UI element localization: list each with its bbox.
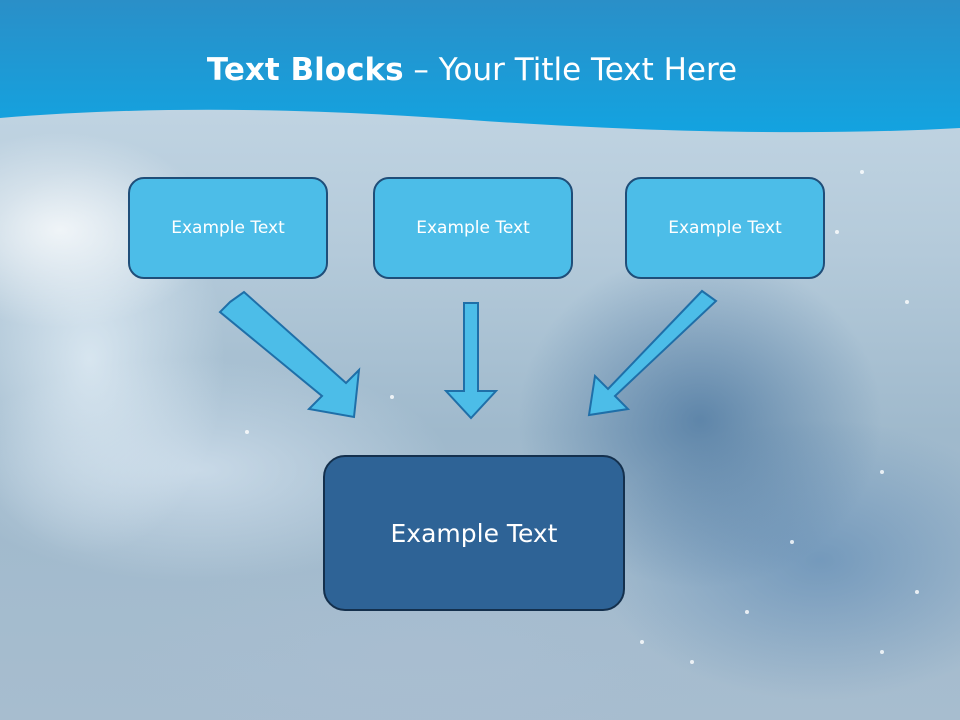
text-block-center[interactable]: Example Text [373,177,573,279]
main-text-block[interactable]: Example Text [323,455,625,611]
arrow-left-diagonal [218,290,361,419]
title-bold-part: Text Blocks [206,52,404,88]
text-block-left-label: Example Text [171,218,285,238]
arrow-right-diagonal [587,289,718,417]
header-wave-band [0,0,960,133]
page-title: Text Blocks – Your Title Text Here [0,52,944,88]
main-text-block-label: Example Text [390,518,558,548]
text-block-right-label: Example Text [668,218,782,238]
text-block-left[interactable]: Example Text [128,177,328,279]
text-block-right[interactable]: Example Text [625,177,825,279]
title-regular-part: Your Title Text Here [438,52,738,88]
text-block-center-label: Example Text [416,218,530,238]
title-dash: – [403,52,439,88]
arrow-center-down [443,302,499,420]
